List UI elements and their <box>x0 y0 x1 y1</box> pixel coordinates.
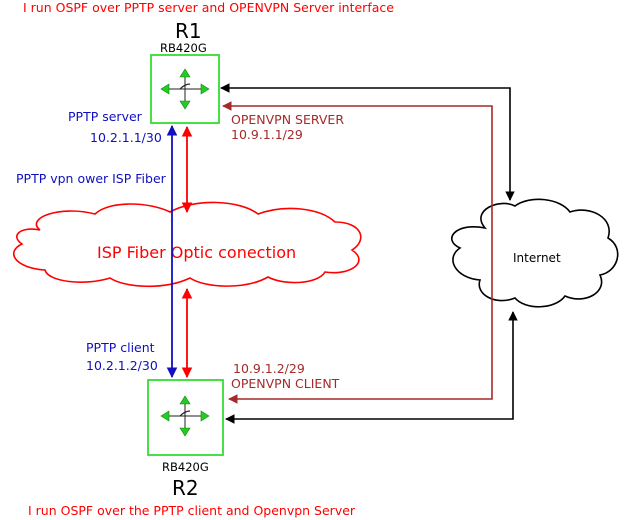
openvpn-server-label: OPENVPN SERVER <box>231 112 344 127</box>
r2-model: RB420G <box>162 460 209 474</box>
r1-name: R1 <box>175 19 202 43</box>
openvpn-link <box>222 101 493 404</box>
openvpn-client-ip: 10.9.1.2/29 <box>233 361 305 376</box>
internet-cloud-icon <box>451 198 619 308</box>
internet-cloud-label: Internet <box>513 251 561 265</box>
openvpn-server-ip: 10.9.1.1/29 <box>231 127 303 142</box>
openvpn-client-label: OPENVPN CLIENT <box>231 376 340 391</box>
pptp-client-label: PPTP client <box>86 340 155 355</box>
pptp-server-ip: 10.2.1.1/30 <box>90 130 162 145</box>
pptp-server-label: PPTP server <box>68 109 143 124</box>
r2-name: R2 <box>172 476 199 500</box>
top-note: I run OSPF over PPTP server and OPENVPN … <box>23 0 394 15</box>
pptp-client-ip: 10.2.1.2/30 <box>86 358 158 373</box>
internet-link-r1 <box>220 83 515 201</box>
internet-link-r2 <box>225 311 518 424</box>
r1-model: RB420G <box>160 41 207 55</box>
isp-cloud-label: ISP Fiber Optic conection <box>97 243 296 262</box>
bottom-note: I run OSPF over the PPTP client and Open… <box>28 503 356 518</box>
pptp-vpn-label: PPTP vpn ower ISP Fiber <box>16 171 167 186</box>
